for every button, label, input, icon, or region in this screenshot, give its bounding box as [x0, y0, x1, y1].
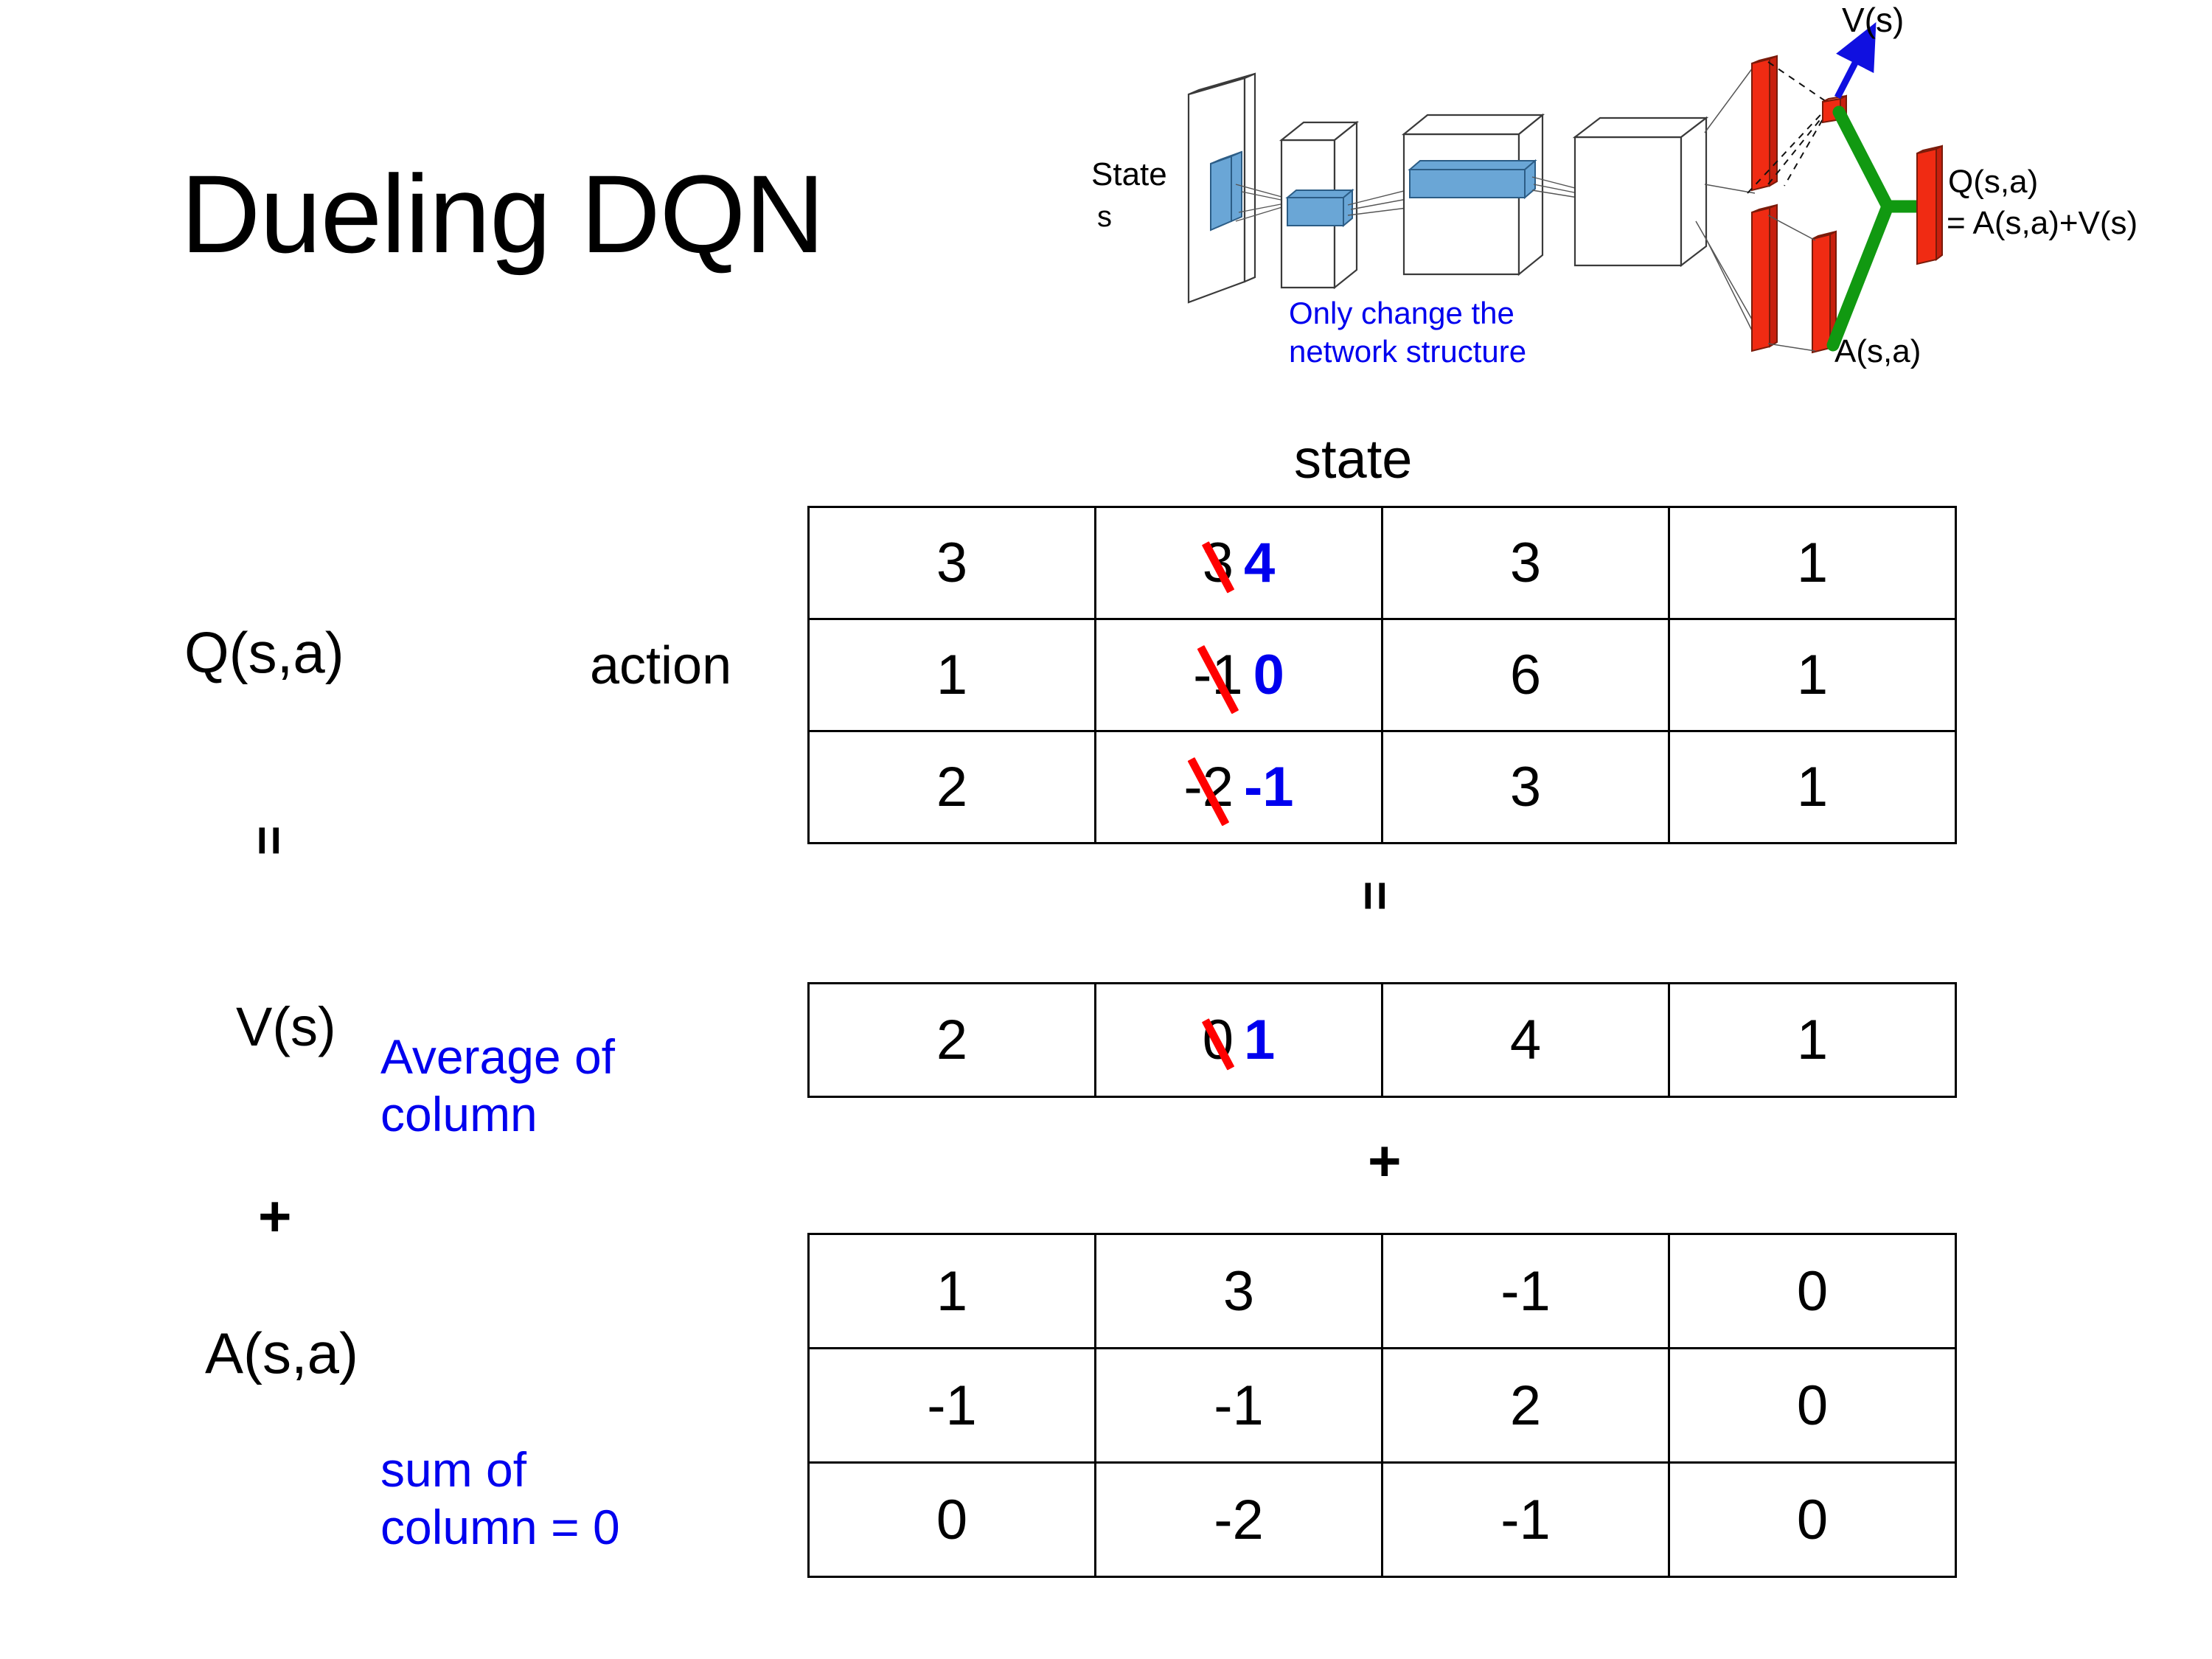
- v-function-label: V(s): [236, 996, 336, 1057]
- diagram-note-line-2: network structure: [1289, 334, 1527, 369]
- plus-sign-middle: +: [1368, 1128, 1402, 1193]
- table-row: 2 0 1 4 1: [807, 982, 1957, 1098]
- advantage-value-table: 1 3 -1 0 -1 -1 2 0 0 -2 -1 0: [807, 1233, 1957, 1578]
- page-title: Dueling DQN: [181, 152, 825, 276]
- diagram-note-line-1: Only change the: [1289, 296, 1514, 330]
- a-cell-r0c2: -1: [1381, 1233, 1670, 1349]
- a-cell-r0c1: 3: [1094, 1233, 1383, 1349]
- q-cell-r1c1: -1 0: [1094, 618, 1383, 732]
- table-row: 1 3 -1 0: [807, 1233, 1957, 1349]
- struck-old-value: 3: [1202, 532, 1234, 594]
- dueling-network-diagram: State s Only change the network structur…: [1091, 0, 2212, 413]
- v-cell-r0c3: 1: [1668, 982, 1957, 1098]
- q-cell-r2c0: 2: [807, 730, 1096, 844]
- average-of-column-note: Average of column: [380, 1029, 727, 1144]
- edited-value: 0 1: [1203, 1008, 1276, 1072]
- action-axis-label: action: [590, 636, 732, 695]
- a-cell-r2c0: 0: [807, 1461, 1096, 1578]
- table-row: -1 -1 2 0: [807, 1347, 1957, 1464]
- q-cell-r2c3: 1: [1668, 730, 1957, 844]
- sum-note-line-2: column = 0: [380, 1499, 620, 1554]
- equals-sign-left: =: [240, 825, 299, 856]
- table-row: 1 -1 0 6 1: [807, 618, 1957, 732]
- q-cell-r0c1: 3 4: [1094, 506, 1383, 620]
- diagram-state-sublabel: s: [1097, 201, 1112, 233]
- q-cell-r0c0: 3: [807, 506, 1096, 620]
- table-row: 2 -2 -1 3 1: [807, 730, 1957, 844]
- q-cell-r2c2: 3: [1381, 730, 1670, 844]
- q-function-label: Q(s,a): [184, 620, 344, 685]
- diagram-state-label: State: [1091, 156, 1167, 192]
- new-value: -1: [1244, 756, 1294, 818]
- table-row: 0 -2 -1 0: [807, 1461, 1957, 1578]
- v-cell-r0c1: 0 1: [1094, 982, 1383, 1098]
- q-cell-r1c2: 6: [1381, 618, 1670, 732]
- v-cell-r0c2: 4: [1381, 982, 1670, 1098]
- a-cell-r1c1: -1: [1094, 1347, 1383, 1464]
- v-cell-r0c0: 2: [807, 982, 1096, 1098]
- equals-sign-middle: =: [1346, 880, 1405, 911]
- a-cell-r0c3: 0: [1668, 1233, 1957, 1349]
- a-cell-r1c2: 2: [1381, 1347, 1670, 1464]
- new-value: 0: [1253, 644, 1284, 706]
- edited-value: -1 0: [1193, 643, 1284, 707]
- q-cell-r1c3: 1: [1668, 618, 1957, 732]
- q-cell-r2c1: -2 -1: [1094, 730, 1383, 844]
- struck-old-value: 0: [1202, 1009, 1234, 1071]
- new-value: 1: [1244, 1009, 1276, 1071]
- diagram-a-label: A(s,a): [1834, 333, 1921, 369]
- average-note-line-1: Average of: [380, 1029, 616, 1084]
- a-cell-r2c2: -1: [1381, 1461, 1670, 1578]
- sum-of-column-note: sum of column = 0: [380, 1441, 734, 1557]
- sum-note-line-1: sum of: [380, 1442, 527, 1497]
- average-note-line-2: column: [380, 1086, 538, 1141]
- q-cell-r0c3: 1: [1668, 506, 1957, 620]
- plus-sign-left: +: [258, 1183, 292, 1248]
- diagram-v-label: V(s): [1842, 1, 1905, 39]
- a-cell-r1c0: -1: [807, 1347, 1096, 1464]
- q-cell-r0c2: 3: [1381, 506, 1670, 620]
- table-row: 3 3 4 3 1: [807, 506, 1957, 620]
- a-cell-r1c3: 0: [1668, 1347, 1957, 1464]
- edited-value: -2 -1: [1183, 755, 1293, 819]
- q-value-table: 3 3 4 3 1 1 -1 0 6 1 2: [807, 506, 1957, 844]
- state-axis-label: state: [1294, 428, 1413, 490]
- a-cell-r0c0: 1: [807, 1233, 1096, 1349]
- diagram-q-label-line-2: = A(s,a)+V(s): [1947, 205, 2138, 241]
- q-cell-r1c0: 1: [807, 618, 1096, 732]
- a-function-label: A(s,a): [205, 1321, 359, 1385]
- v-value-table: 2 0 1 4 1: [807, 982, 1957, 1098]
- a-cell-r2c3: 0: [1668, 1461, 1957, 1578]
- new-value: 4: [1244, 532, 1276, 594]
- a-cell-r2c1: -2: [1094, 1461, 1383, 1578]
- edited-value: 3 4: [1203, 531, 1276, 595]
- struck-old-value: -1: [1193, 644, 1243, 706]
- struck-old-value: -2: [1183, 756, 1234, 818]
- diagram-q-label-line-1: Q(s,a): [1948, 164, 2039, 200]
